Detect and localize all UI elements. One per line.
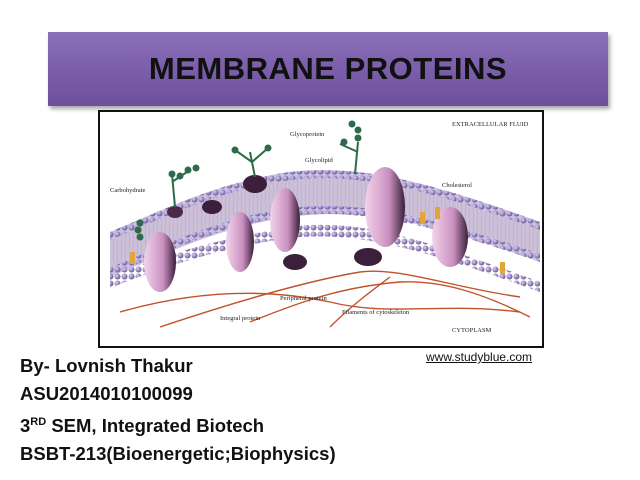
label-extracellular: EXTRACELLULAR FLUID — [452, 121, 529, 128]
integral-proteins — [144, 167, 468, 292]
slide-title: MEMBRANE PROTEINS — [148, 51, 508, 86]
membrane-illustration: EXTRACELLULAR FLUID Glycoprotein Glycoli… — [110, 120, 540, 334]
title-banner: MEMBRANE PROTEINS — [48, 32, 608, 106]
author-id: ASU2014010100099 — [20, 383, 193, 404]
cytoskeleton-filaments — [119, 270, 531, 328]
label-glycolipid: Glycolipid — [305, 157, 334, 164]
label-filaments: Filaments of cytoskeleton — [342, 309, 410, 316]
label-peripheral-protein: Peripheral protein — [280, 295, 327, 302]
label-glycoprotein: Glycoprotein — [290, 131, 325, 138]
author-course: BSBT-213(Bioenergetic;Biophysics) — [20, 443, 336, 465]
label-cholesterol: Cholesterol — [442, 182, 472, 189]
carbohydrate-chains — [134, 120, 362, 241]
source-link[interactable]: www.studyblue.com — [426, 350, 533, 364]
label-carbohydrate: Carbohydrate — [110, 187, 145, 194]
author-name: By- Lovnish Thakur — [20, 355, 193, 376]
label-cytoplasm: CYTOPLASM — [452, 327, 491, 334]
membrane-diagram: EXTRACELLULAR FLUID Glycoprotein Glycoli… — [98, 110, 544, 348]
author-block: By- Lovnish Thakur ASU2014010100099 3RD … — [20, 352, 336, 468]
author-semester: 3RD SEM, Integrated Biotech — [20, 415, 265, 437]
label-integral-protein: Integral protein — [220, 315, 261, 322]
cholesterol-marks — [130, 207, 505, 274]
